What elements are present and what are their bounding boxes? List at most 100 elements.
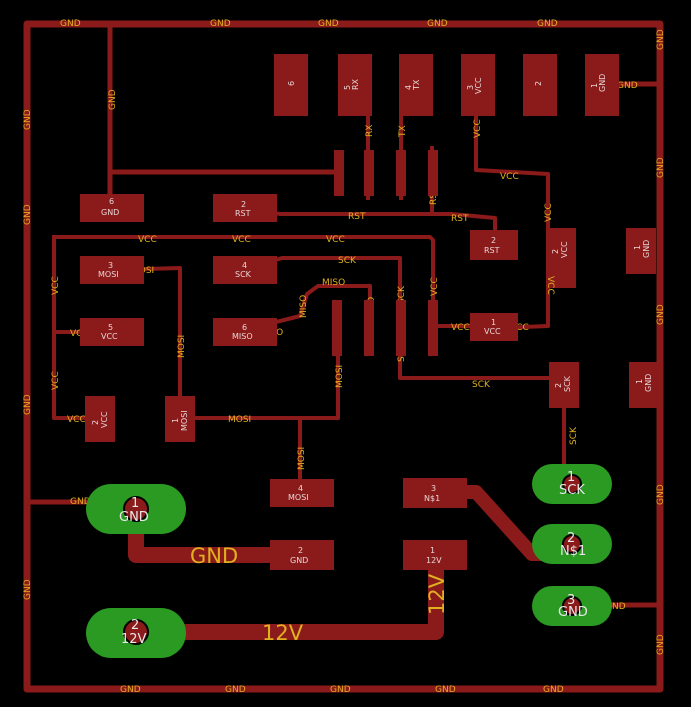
- net-label-gnd: GND: [23, 204, 33, 225]
- net-label-vcc: VCC: [510, 323, 529, 333]
- net-label-gnd: GND: [330, 685, 351, 695]
- net-label-vcc: VCC: [500, 172, 519, 182]
- net-label-mosi: MOSI: [228, 415, 251, 425]
- via-name: GND: [558, 605, 588, 620]
- net-label-gnd: GND: [656, 634, 666, 655]
- net-label-gnd: GND: [225, 685, 246, 695]
- ic-pin-stubs: [332, 150, 438, 356]
- pad-name: GND: [642, 240, 651, 258]
- pad-rst-2: [470, 230, 518, 260]
- pad-mosi-vertical: [165, 396, 195, 442]
- pad-mosi: [80, 256, 144, 284]
- net-label-vcc: VCC: [232, 235, 251, 245]
- pad-gnd-1b: [629, 362, 659, 408]
- regulator-pads: 3 N$1 2 GND 1 12V: [270, 478, 467, 570]
- header-pin-number: 6: [287, 81, 296, 86]
- pad-name: SCK: [235, 270, 252, 279]
- via-name: N$1: [560, 544, 586, 559]
- net-label-miso: MISO: [299, 295, 309, 318]
- header-pad-5-rx: [338, 54, 372, 116]
- net-label-gnd: GND: [656, 484, 666, 505]
- pad-number: 2: [491, 236, 496, 245]
- via-number: 2: [131, 618, 139, 633]
- net-label-rst: RST: [348, 212, 366, 222]
- pad-number: 1: [491, 318, 496, 327]
- pad-name: SCK: [563, 375, 572, 392]
- net-label-vcc: VCC: [70, 329, 89, 339]
- net-label-gnd: GND: [318, 19, 339, 29]
- right-pads: 2 RST 2 VCC VCC 1 GND 1 VCC 2 SCK 1 GND: [470, 228, 659, 408]
- net-label-gnd: GND: [427, 19, 448, 29]
- net-label-vcc: VCC: [326, 235, 345, 245]
- net-label-mosi: MOSI: [335, 365, 345, 388]
- pad-name-mirrored: VCC: [545, 276, 555, 295]
- pad-number: 5: [108, 323, 113, 332]
- net-label-gnd: GND: [537, 19, 558, 29]
- pad-name: MOSI: [288, 493, 309, 502]
- net-label-gnd: GND: [70, 497, 91, 507]
- pad-name: RST: [235, 209, 251, 218]
- net-label-gnd: GND: [543, 685, 564, 695]
- net-label-gnd: GND: [656, 157, 666, 178]
- via-name: 12V: [121, 632, 147, 647]
- pad-number: 4: [242, 261, 247, 270]
- pad-number: 2: [551, 249, 560, 254]
- header-pin-number: 5: [343, 85, 352, 90]
- pad-sck-2: [549, 362, 579, 408]
- pad-number: 3: [431, 484, 436, 493]
- pad-name: VCC: [100, 411, 109, 428]
- net-label-mosi: MOSI: [297, 447, 307, 470]
- net-label-miso: MISO: [322, 278, 345, 288]
- header-pin-name: TX: [412, 79, 421, 91]
- net-label-sck: SCK: [338, 256, 357, 266]
- via-number: 1: [131, 496, 139, 511]
- via-number: 1: [567, 470, 575, 485]
- net-label-vcc: VCC: [138, 235, 157, 245]
- pad-gnd-1a: [626, 228, 656, 274]
- pad-vcc-2: [546, 228, 576, 288]
- pad-vcc-1: [470, 313, 518, 341]
- pad-name: VCC: [101, 332, 118, 341]
- net-label-gnd: GND: [435, 685, 456, 695]
- pad-gnd: [80, 194, 144, 222]
- pad-sck: [213, 256, 277, 284]
- pad-number: 2: [298, 546, 303, 555]
- net-label-rst: RST: [429, 187, 439, 205]
- vias: 1 GND 2 12V 1 SCK 2 N$1 3 GND: [86, 464, 612, 658]
- header-pad-4-tx: [399, 54, 433, 116]
- net-label-gnd: GND: [23, 394, 33, 415]
- net-label-sck: SCK: [569, 426, 579, 445]
- net-label-mosi: MOSI: [177, 335, 187, 358]
- net-label-vcc: VCC: [451, 323, 470, 333]
- net-label-rx: RX: [365, 125, 375, 137]
- ftdi-header: 6 5 RX 4 TX 3 VCC 2 1 GND: [274, 54, 619, 116]
- net-label-vcc: VCC: [544, 203, 554, 222]
- header-pin-number: 1: [590, 83, 599, 88]
- net-label-vcc: VCC: [51, 276, 61, 295]
- pad-number: 2: [241, 200, 246, 209]
- pad-name: GND: [101, 208, 119, 217]
- pad-name: MOSI: [180, 410, 189, 431]
- header-pin-number: 3: [466, 85, 475, 90]
- pad-number: 3: [108, 261, 113, 270]
- pad-name: MISO: [232, 332, 253, 341]
- pad-name: GND: [644, 374, 653, 392]
- pad-gnd-2: [270, 540, 334, 570]
- pad-number: 1: [633, 245, 642, 250]
- header-pin-name: GND: [598, 74, 607, 92]
- pad-name: RST: [484, 246, 500, 255]
- net-label-gnd: GND: [108, 89, 118, 110]
- net-label-12v-large: 12V: [425, 573, 449, 615]
- via-name: GND: [119, 510, 149, 525]
- pad-mosi-4: [270, 479, 334, 507]
- net-label-rst: RST: [451, 214, 469, 224]
- pad-number: 4: [298, 484, 303, 493]
- net-label-gnd: GND: [617, 81, 638, 91]
- net-label-gnd: GND: [60, 19, 81, 29]
- net-label-vcc: VCC: [67, 415, 86, 425]
- pad-rst: [213, 194, 277, 222]
- net-label-gnd-large: GND: [190, 544, 238, 568]
- via-name: SCK: [559, 483, 585, 498]
- header-pad-1-gnd: [585, 54, 619, 116]
